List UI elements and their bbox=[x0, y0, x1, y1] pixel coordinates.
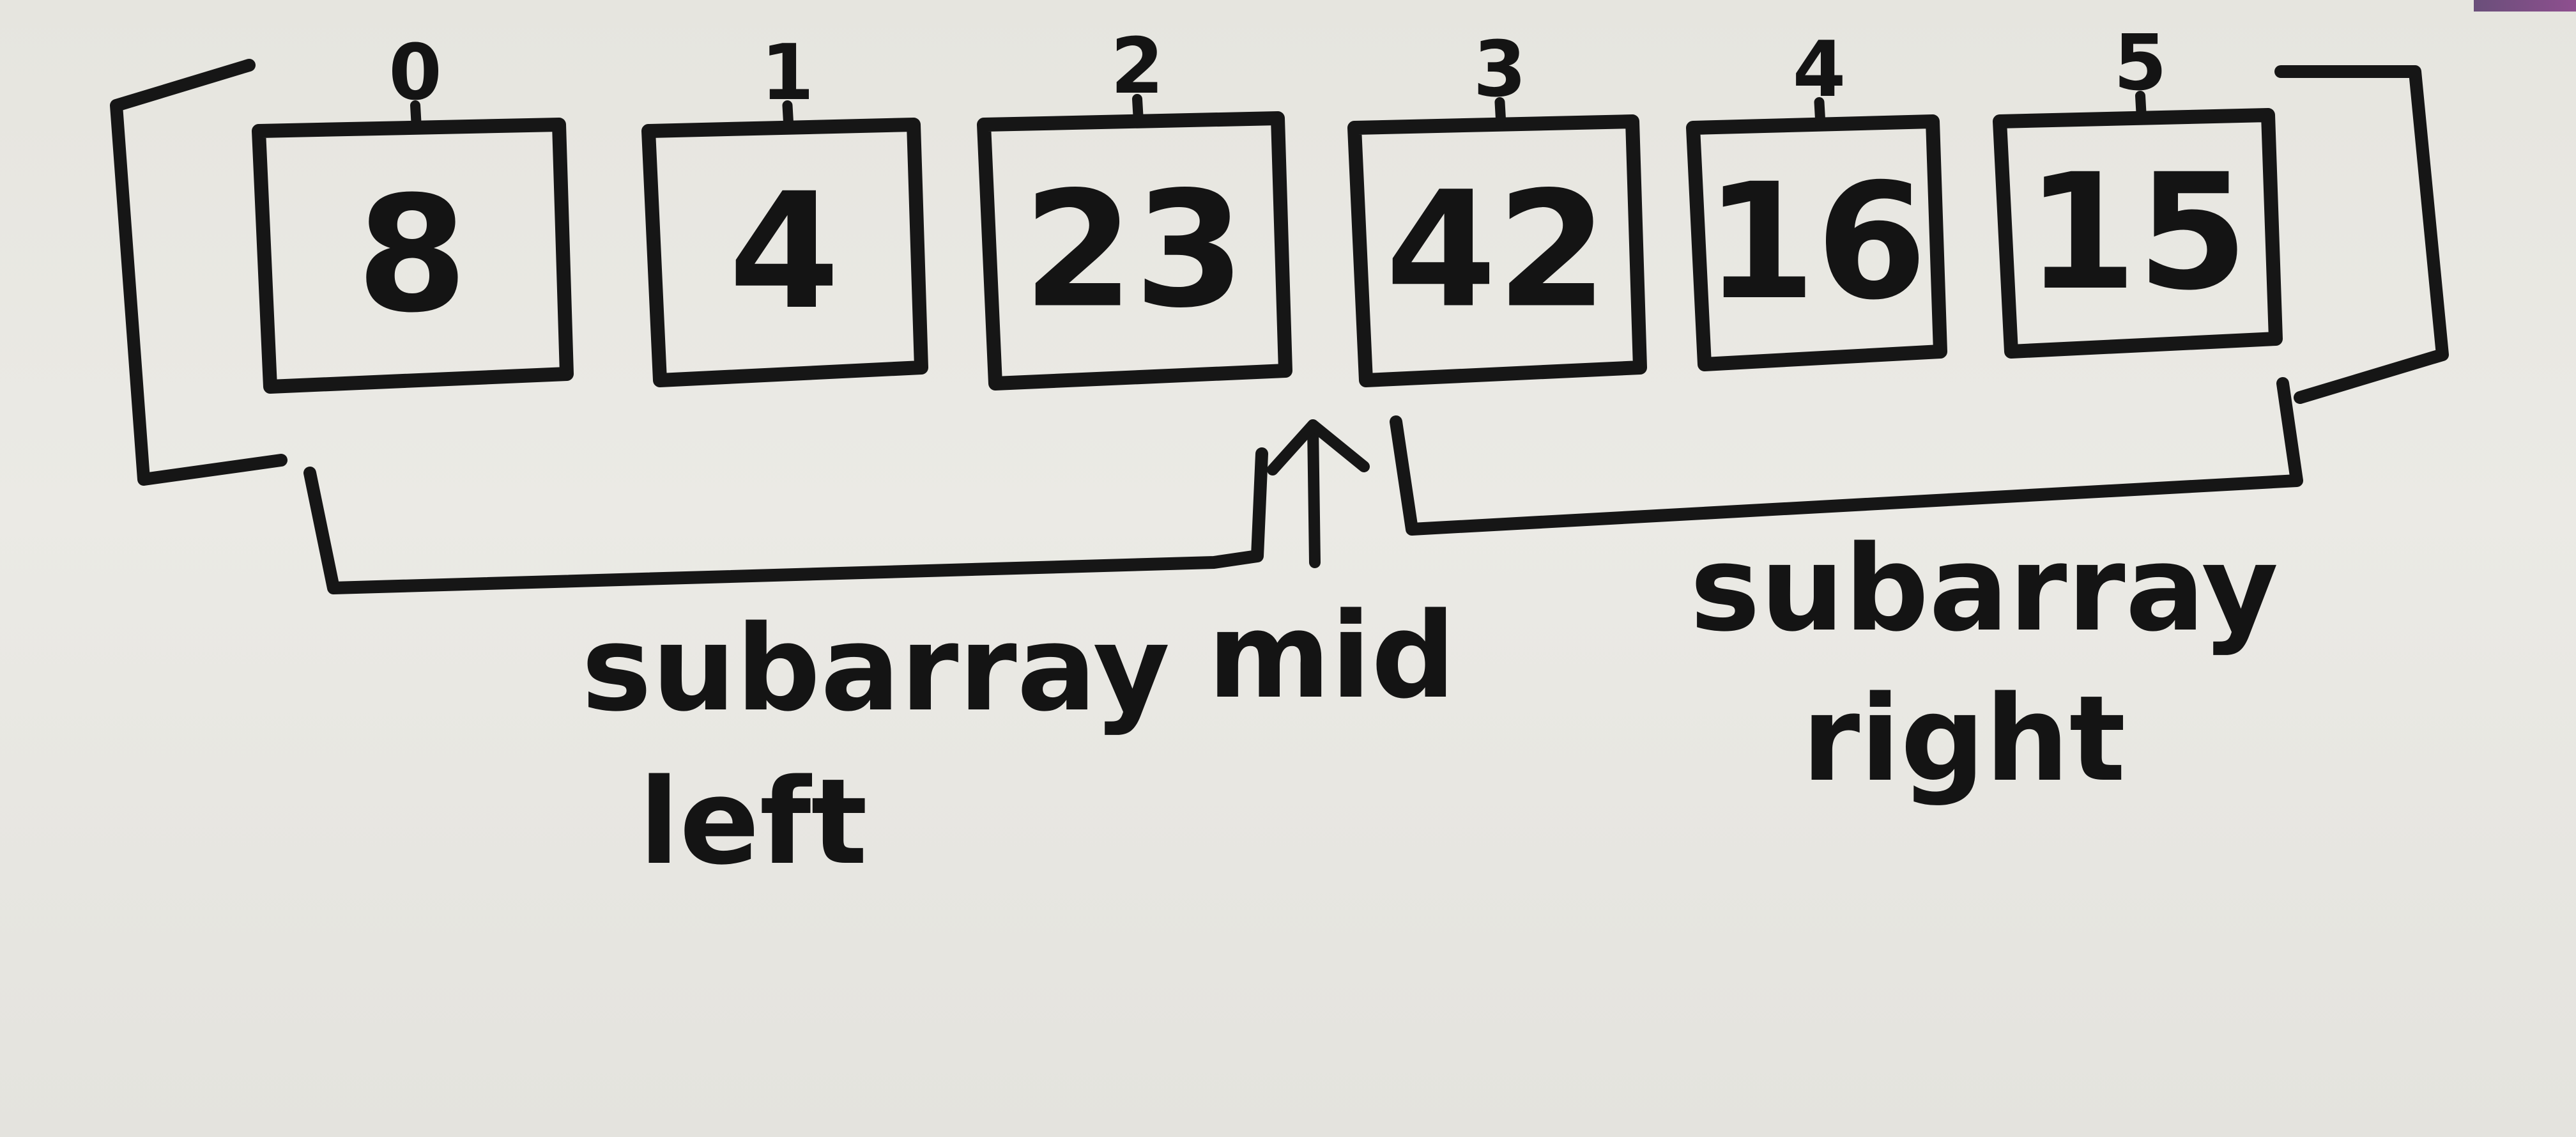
right-subarray-label-line2: right bbox=[1802, 670, 2126, 808]
array-index-stem-4 bbox=[1814, 97, 1826, 130]
array-box-5 bbox=[1993, 108, 2283, 359]
array-boxes bbox=[252, 108, 2283, 394]
array-box-1 bbox=[641, 118, 928, 387]
array-box-4 bbox=[1686, 114, 1947, 371]
right-subarray-label-line1: subarray bbox=[1690, 520, 2278, 658]
array-index-stem-0 bbox=[410, 100, 422, 133]
array-value-2: 23 bbox=[1023, 157, 1245, 343]
array-values: 8 4 23 42 16 15 bbox=[356, 139, 2248, 348]
array-box-2 bbox=[977, 111, 1292, 391]
outer-left-bracket bbox=[110, 59, 288, 486]
left-subarray-bracket bbox=[303, 447, 1268, 594]
array-index-stem-5 bbox=[2135, 91, 2147, 123]
right-subarray-bracket bbox=[1390, 377, 2303, 536]
array-index-stem-1 bbox=[782, 100, 794, 133]
array-index-stem-2 bbox=[1132, 94, 1144, 127]
array-box-0 bbox=[252, 118, 574, 394]
array-value-5: 15 bbox=[2026, 139, 2248, 325]
board-edge-strip bbox=[2474, 0, 2576, 12]
array-value-0: 8 bbox=[356, 162, 468, 348]
outer-right-bracket bbox=[2274, 65, 2449, 404]
array-value-4: 16 bbox=[1705, 149, 1928, 335]
mid-label: mid bbox=[1208, 587, 1456, 725]
left-subarray-label-line1: subarray bbox=[581, 599, 1170, 738]
left-subarray-label-line2: left bbox=[639, 753, 868, 891]
array-value-3: 42 bbox=[1386, 157, 1608, 343]
array-index-stem-3 bbox=[1494, 97, 1506, 130]
mid-arrow-icon bbox=[1267, 419, 1370, 568]
array-value-1: 4 bbox=[729, 159, 840, 344]
array-box-3 bbox=[1347, 114, 1647, 387]
